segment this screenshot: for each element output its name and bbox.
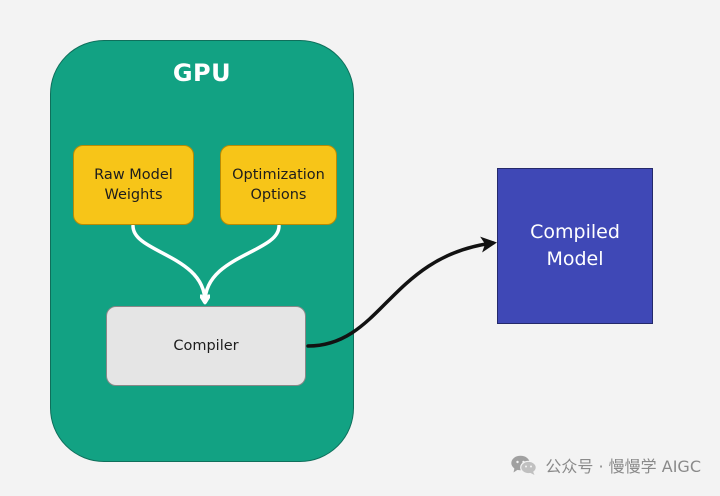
raw-model-weights-node: Raw Model Weights (73, 145, 194, 225)
watermark: 公众号 · 慢慢学 AIGC (510, 452, 701, 478)
gpu-title: GPU (172, 59, 232, 87)
optimization-options-line1: Optimization (232, 167, 325, 183)
compiler-label: Compiler (173, 338, 239, 354)
wechat-icon (511, 455, 538, 475)
compiled-model-node: Compiled Model (497, 168, 653, 324)
optimization-options-line2: Options (250, 187, 307, 203)
optimization-options-node: Optimization Options (220, 145, 337, 225)
compiled-model-line2: Model (546, 248, 604, 270)
raw-model-weights-line2: Weights (104, 187, 163, 203)
compiled-model-line1: Compiled (530, 221, 620, 243)
watermark-text: 公众号 · 慢慢学 AIGC (545, 457, 701, 476)
gpu-container: GPU (50, 40, 354, 462)
raw-model-weights-line1: Raw Model (94, 167, 173, 183)
compiler-node: Compiler (106, 306, 306, 386)
